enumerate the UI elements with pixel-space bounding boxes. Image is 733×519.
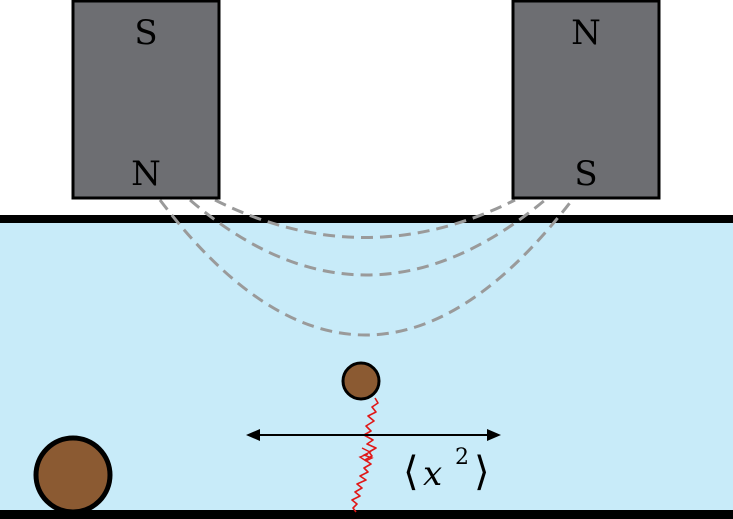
arrow-head-right xyxy=(487,429,501,441)
msd-right-bracket: ⟩ xyxy=(474,449,490,495)
arrow-head-left xyxy=(246,429,260,441)
left-magnet-body xyxy=(71,0,221,200)
field-lines xyxy=(158,198,574,337)
field-line-inner xyxy=(214,198,516,239)
msd-left-bracket: ⟨ xyxy=(403,449,419,495)
displacement-arrow xyxy=(246,429,501,441)
mean-squared-displacement-label: ⟨ x 2 ⟩ xyxy=(403,445,490,495)
right-magnet-top-pole: N xyxy=(571,13,601,53)
right-magnet-bottom-pole: S xyxy=(574,154,597,194)
left-magnet-top-pole: S xyxy=(134,13,157,53)
left-magnet-bottom-pole: N xyxy=(131,154,161,194)
right-magnet-body xyxy=(511,0,661,200)
msd-exponent: 2 xyxy=(455,445,469,470)
brownian-trajectory-dense xyxy=(358,447,374,462)
top-wall xyxy=(0,215,733,223)
msd-variable: x xyxy=(423,454,442,494)
large-particle xyxy=(33,435,113,515)
brownian-trajectory xyxy=(351,397,379,513)
right-magnet: N S xyxy=(511,0,661,200)
field-line-middle xyxy=(189,198,546,277)
field-line-outer xyxy=(158,199,574,337)
small-particle xyxy=(341,361,381,401)
left-magnet: S N xyxy=(71,0,221,200)
bottom-wall xyxy=(0,510,733,519)
